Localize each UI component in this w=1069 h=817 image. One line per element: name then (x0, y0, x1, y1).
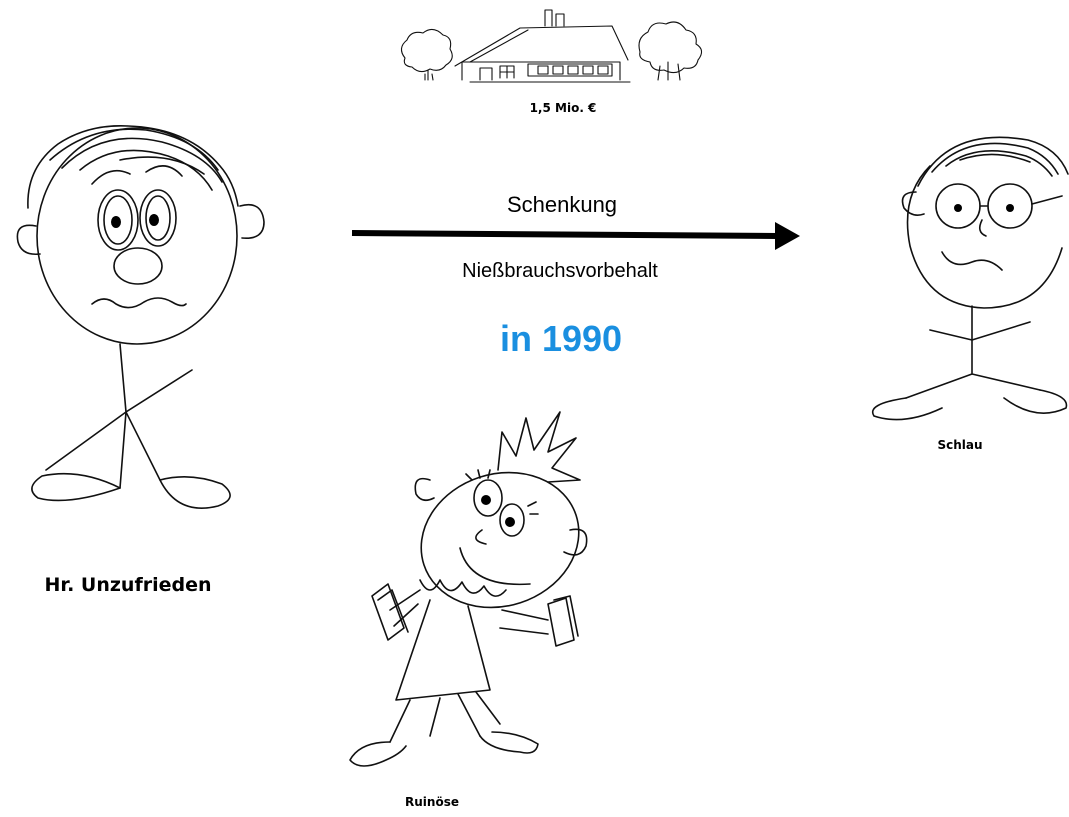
year-label: in 1990 (499, 318, 623, 359)
schenkung-label: Schenkung (506, 192, 618, 217)
name-ruinoese: Ruinöse (405, 795, 459, 809)
name-unzufrieden: Hr. Unzufrieden (44, 574, 212, 596)
house-icon (400, 9, 703, 83)
house-price-label: 1,5 Mio. € (529, 101, 597, 115)
transfer-arrow (351, 222, 800, 250)
ruinoese-figure (349, 411, 588, 767)
schlau-figure (871, 136, 1069, 421)
name-schlau: Schlau (937, 438, 983, 452)
unzufrieden-figure (16, 125, 265, 509)
niessbrauch-label: Nießbrauchsvorbehalt (462, 260, 658, 282)
